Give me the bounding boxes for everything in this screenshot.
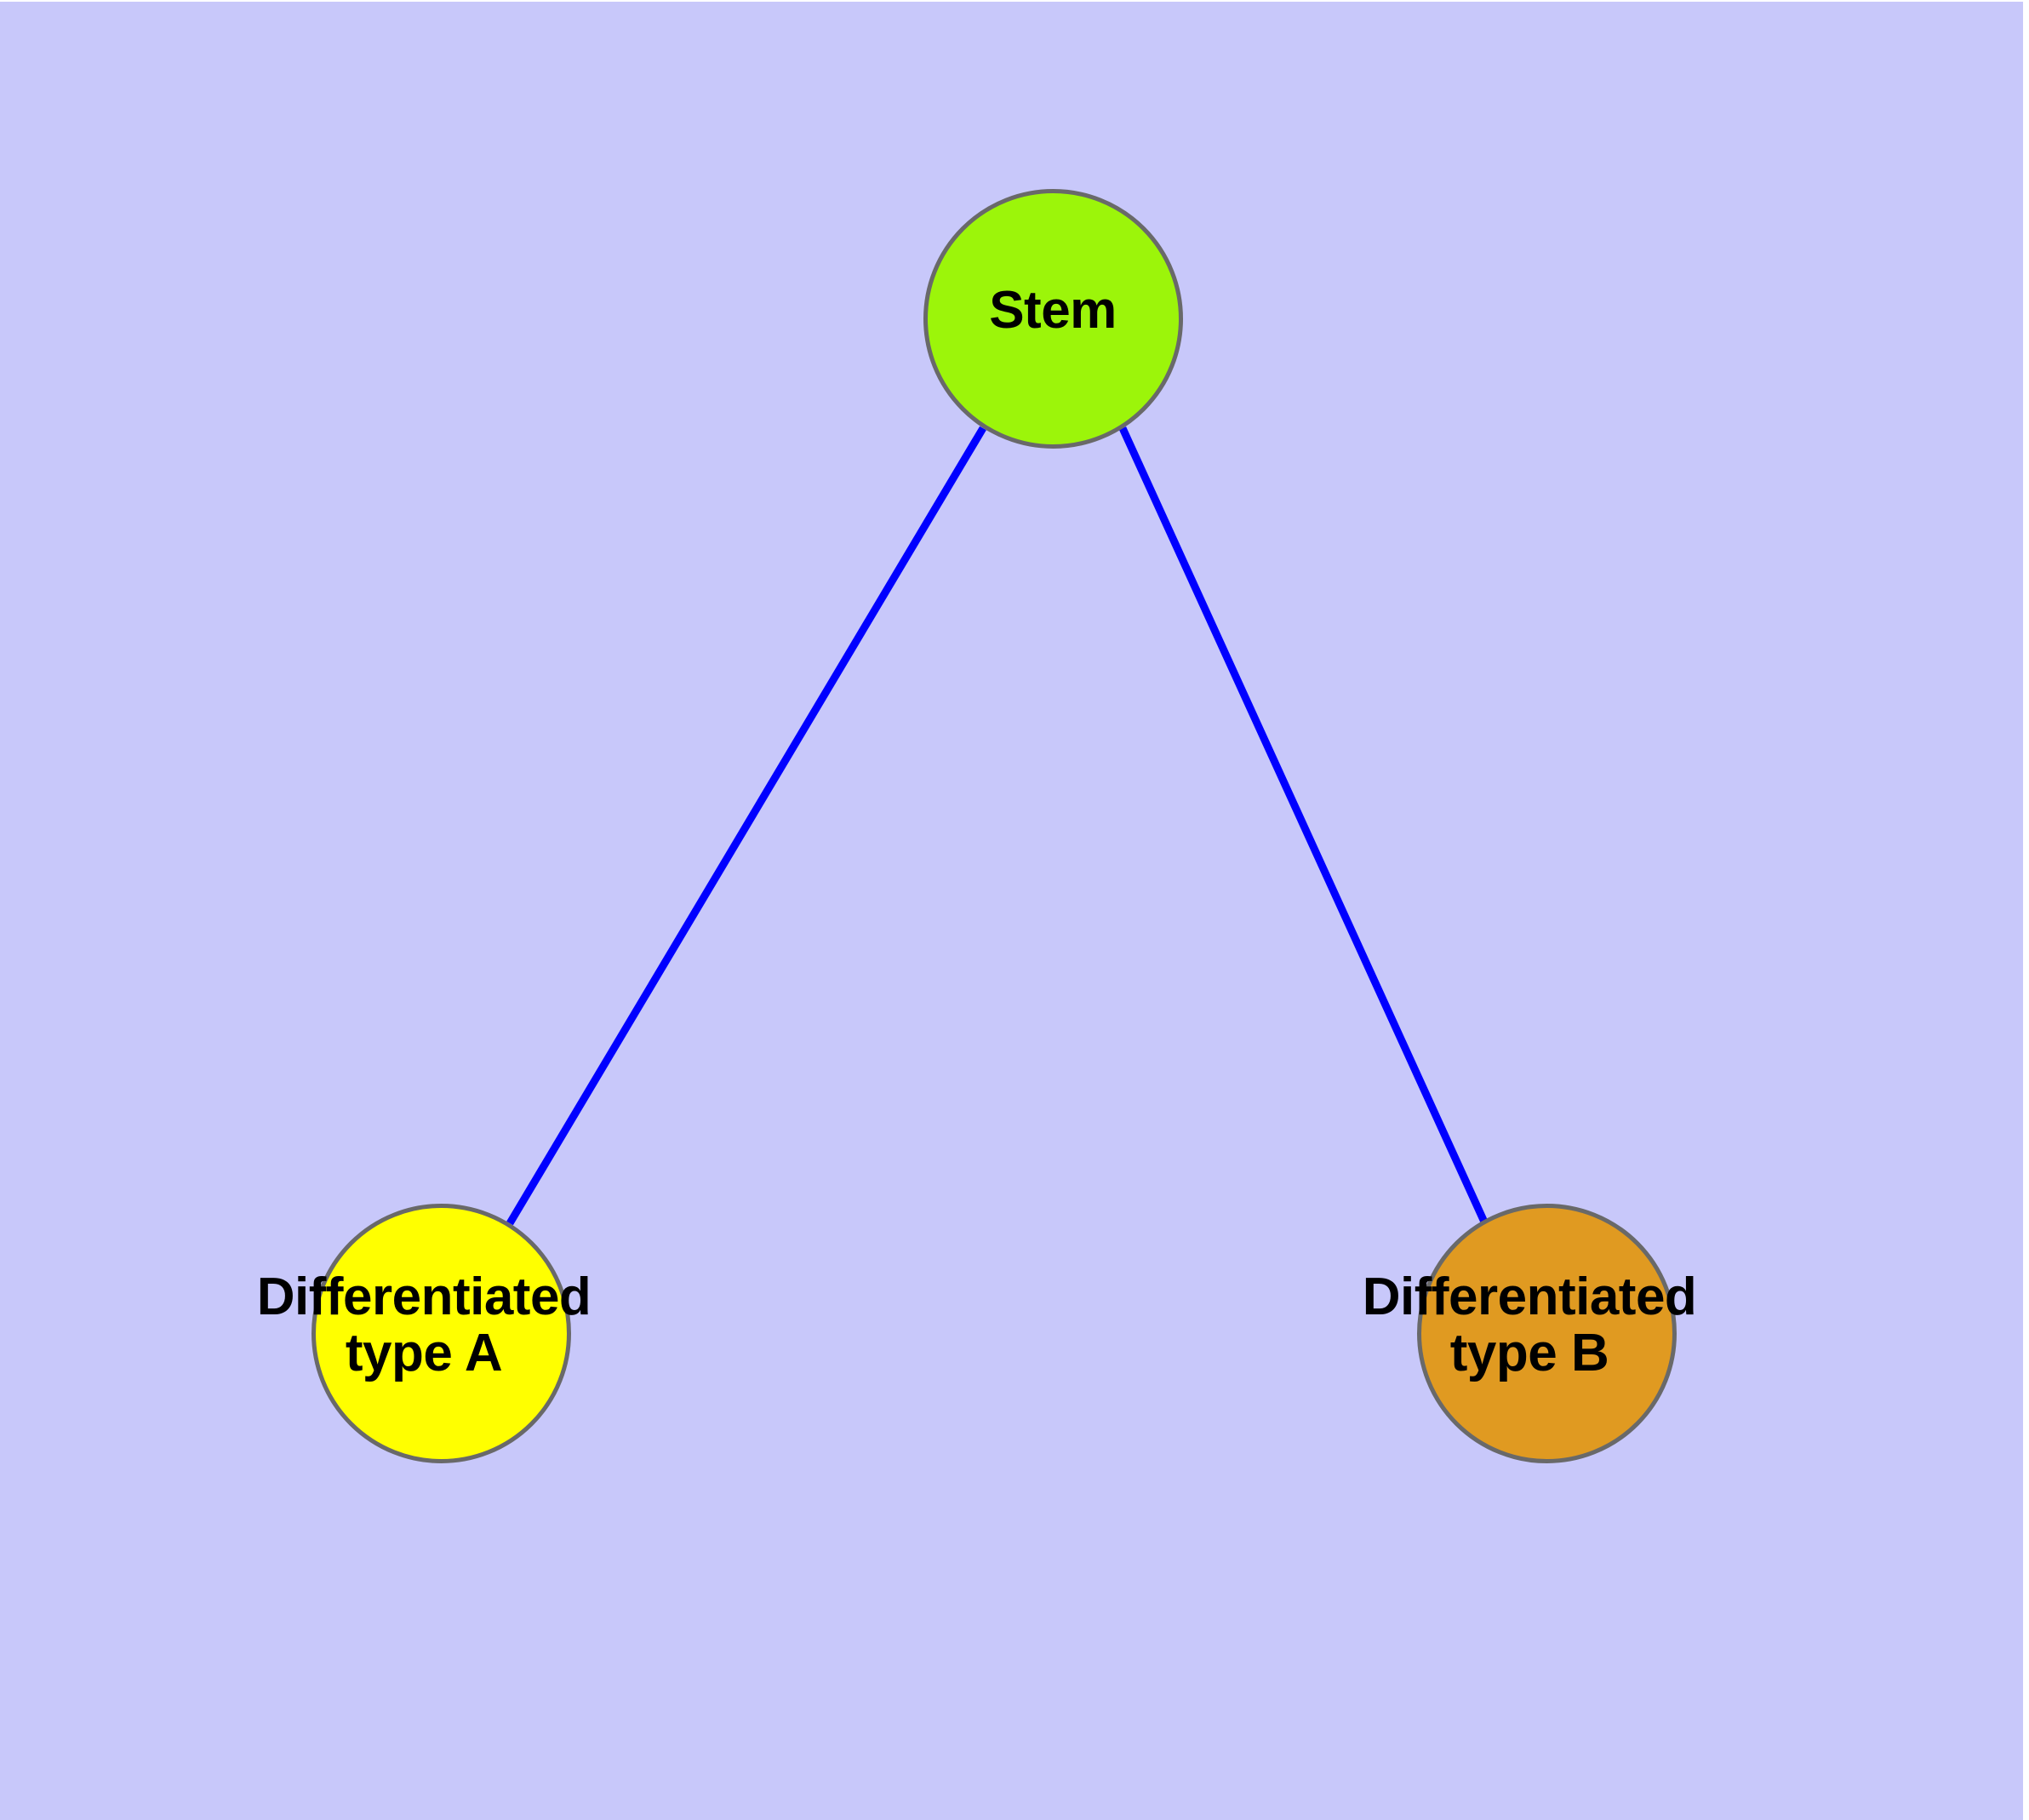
node-stem[interactable] — [923, 189, 1183, 449]
node-differentiated-type-a[interactable] — [311, 1204, 571, 1463]
edge-stem-to-differentiated-type-a[interactable] — [506, 426, 986, 1226]
node-differentiated-type-b[interactable] — [1417, 1204, 1677, 1463]
edge-stem-to-differentiated-type-b[interactable] — [1118, 426, 1491, 1229]
